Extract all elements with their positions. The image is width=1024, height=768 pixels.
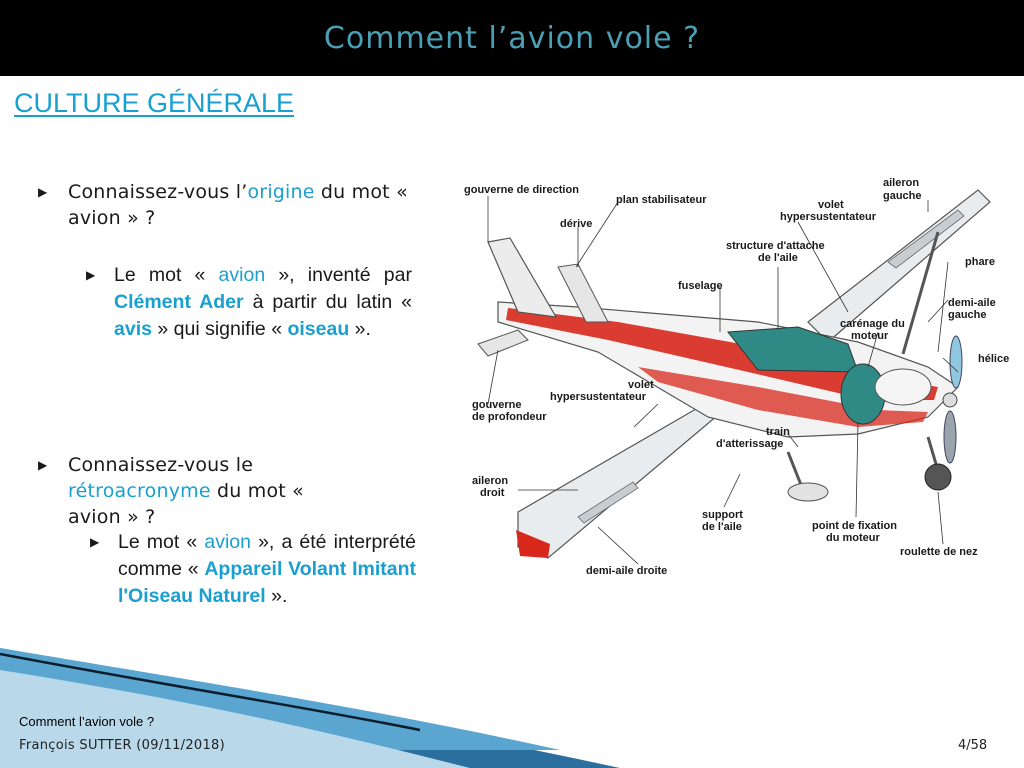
- footer-swoosh-line: [0, 652, 421, 732]
- propeller-blade-top: [949, 335, 963, 389]
- cockpit-glass: [727, 326, 859, 373]
- label-volet-bot-1: volet: [628, 379, 654, 391]
- label-gouverne-direction: gouverne de direction: [464, 184, 579, 196]
- bullet-arrow-icon: ▶: [38, 185, 48, 199]
- label-carenage-1: carénage du: [840, 318, 905, 330]
- label-volet-top-2: hypersustentateur: [780, 211, 877, 223]
- label-phare: phare: [965, 256, 995, 268]
- left-aileron: [887, 209, 965, 269]
- label-roulette: roulette de nez: [900, 546, 978, 558]
- a2-p3: ».: [265, 585, 288, 607]
- bullet-answer-1: ▶ Le mot « avion », inventé par Clément …: [86, 262, 416, 343]
- page-number: 4/58: [958, 738, 988, 753]
- q1-part2: du mot « avion » ?: [68, 181, 408, 229]
- question-1-text: Connaissez-vous l’origine du mot « avion…: [68, 179, 408, 231]
- right-wing-tip: [516, 530, 550, 558]
- label-helice: hélice: [978, 353, 1009, 365]
- bullet-answer-2: ▶ Le mot « avion », a été interprété com…: [90, 529, 418, 610]
- a1-p2: », inventé par: [265, 264, 412, 286]
- propeller-hub: [942, 392, 958, 408]
- q1-highlight: origine: [247, 181, 315, 203]
- a2-avion: avion: [204, 531, 251, 553]
- answer-1-text: Le mot « avion », inventé par Clément Ad…: [114, 262, 412, 343]
- a2-acronym: Appareil Volant Imitant l'Oiseau Naturel: [118, 558, 416, 607]
- a1-p5: ».: [349, 318, 371, 340]
- bullet-question-1: ▶ Connaissez-vous l’origine du mot « avi…: [38, 179, 418, 231]
- right-wing: [517, 401, 726, 559]
- footer-swoosh-light: [0, 670, 470, 768]
- label-gouverne-profondeur-1: gouverne: [472, 399, 522, 411]
- bullet-arrow-icon: ▶: [38, 458, 48, 472]
- a1-oiseau: oiseau: [287, 318, 350, 340]
- label-demi-aile-droite: demi-aile droite: [586, 565, 667, 577]
- label-aileron-droit-2: droit: [480, 487, 505, 499]
- a1-avis: avis: [114, 318, 152, 340]
- engine-nose: [874, 368, 932, 406]
- title-bar: Comment l’avion vole ?: [0, 0, 1024, 76]
- airplane-diagram: gouverne de direction plan stabilisateur…: [464, 177, 1009, 577]
- nose-wheel: [924, 463, 952, 491]
- label-aileron-gauche-1: aileron: [883, 177, 919, 189]
- bullet-question-2: ▶ Connaissez-vous le rétroacronyme du mo…: [38, 452, 378, 530]
- label-gouverne-profondeur-2: de profondeur: [472, 411, 547, 423]
- sub-bullet-arrow-icon: ▶: [90, 535, 100, 549]
- a1-avion: avion: [218, 264, 266, 286]
- fuselage-stripe: [506, 308, 938, 400]
- label-plan-stabilisateur: plan stabilisateur: [616, 194, 707, 206]
- footer-author: François SUTTER (09/11/2018): [19, 738, 225, 753]
- a2-p2: », a été interprété comme «: [118, 531, 416, 580]
- q2-part1: Connaissez-vous le: [68, 454, 254, 476]
- label-volet-top-1: volet: [818, 199, 844, 211]
- label-structure-2: de l'aile: [758, 252, 798, 264]
- label-train-2: d'atterissage: [716, 438, 783, 450]
- label-fuselage: fuselage: [678, 280, 723, 292]
- a2-p1: Le mot «: [118, 531, 205, 553]
- label-structure-1: structure d'attache: [726, 240, 825, 252]
- section-title: CULTURE GÉNÉRALE: [14, 88, 295, 118]
- label-support-1: support: [702, 509, 743, 521]
- tail-fin: [487, 237, 558, 318]
- slide-title: Comment l’avion vole ?: [323, 20, 701, 56]
- label-point-fixation-2: du moteur: [826, 532, 880, 544]
- sub-bullet-arrow-icon: ▶: [86, 268, 96, 282]
- footer-swoosh: [0, 648, 620, 768]
- q2-part2: du mot « avion » ?: [68, 480, 304, 528]
- label-aileron-gauche-2: gauche: [883, 190, 922, 202]
- main-landing-gear: [787, 482, 829, 502]
- a1-p3: à partir du latin «: [243, 291, 412, 313]
- a1-p1: Le mot «: [114, 264, 219, 286]
- label-train-1: train: [766, 426, 790, 438]
- footer-title: Comment l’avion vole ?: [19, 714, 155, 729]
- stabilizer: [557, 263, 609, 323]
- label-derive: dérive: [560, 218, 592, 230]
- a1-ader: Clément Ader: [114, 291, 244, 313]
- label-demi-aile-gauche-1: demi-aile: [948, 297, 996, 309]
- propeller-blade-bottom: [943, 410, 957, 464]
- label-point-fixation-1: point de fixation: [812, 520, 897, 532]
- q1-part1: Connaissez-vous l’: [68, 181, 248, 203]
- nose-gear-leg: [926, 436, 938, 465]
- elevator: [477, 329, 529, 357]
- label-volet-bot-2: hypersustentateur: [550, 391, 647, 403]
- answer-2-text: Le mot « avion », a été interprété comme…: [118, 529, 416, 610]
- label-carenage-2: moteur: [851, 330, 889, 342]
- label-aileron-droit-1: aileron: [472, 475, 508, 487]
- leader-lines: [487, 196, 959, 565]
- label-demi-aile-gauche-2: gauche: [948, 309, 987, 321]
- q2-highlight: rétroacronyme: [68, 480, 211, 502]
- a1-p4: » qui signifie «: [151, 318, 288, 340]
- question-2-text: Connaissez-vous le rétroacronyme du mot …: [68, 452, 338, 530]
- label-support-2: de l'aile: [702, 521, 742, 533]
- wing-strut-left: [901, 231, 940, 355]
- right-aileron: [577, 481, 639, 524]
